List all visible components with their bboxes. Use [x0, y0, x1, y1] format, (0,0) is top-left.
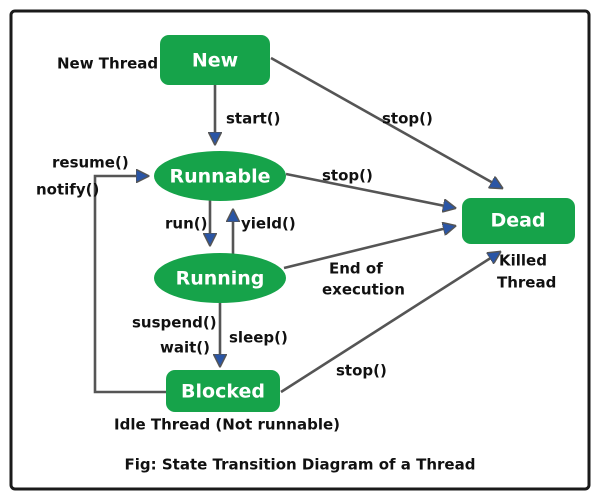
node-runnable-label: Runnable — [169, 166, 270, 188]
edge-label-sleep: sleep() — [229, 329, 288, 347]
node-dead[interactable]: Dead — [462, 198, 575, 244]
edge-label-wait: wait() — [160, 339, 210, 357]
edge-runnable-to-dead: stop() — [285, 167, 455, 209]
edge-running-to-dead: End of execution — [283, 226, 455, 299]
edge-label-stop-runnable: stop() — [322, 167, 373, 185]
edge-line-stop-new — [270, 56, 502, 188]
node-running-shape[interactable] — [154, 253, 286, 303]
node-runnable[interactable]: Runnable — [154, 151, 286, 201]
annotation-killed-thread-line1: Killed — [499, 252, 547, 270]
edge-label-stop-new: stop() — [382, 110, 433, 128]
edge-new-to-dead: stop() — [270, 56, 502, 188]
edge-runnable-to-running: run() — [165, 200, 210, 245]
edge-running-to-blocked: suspend() wait() sleep() — [132, 303, 288, 366]
edge-label-execution: execution — [322, 281, 405, 299]
edge-label-stop-blocked: stop() — [336, 362, 387, 380]
annotation-killed-thread-line2: Thread — [497, 274, 556, 292]
edge-line-stop-runnable — [285, 172, 455, 208]
node-dead-label: Dead — [490, 210, 545, 232]
edge-blocked-to-runnable: resume() notify() — [36, 154, 166, 394]
edge-label-resume: resume() — [52, 154, 129, 172]
node-new-shape[interactable] — [160, 35, 270, 85]
edge-label-end-of: End of — [329, 260, 383, 278]
edge-label-notify: notify() — [36, 181, 99, 199]
node-running[interactable]: Running — [154, 253, 286, 303]
edge-running-to-runnable: yield() — [233, 210, 296, 255]
edge-label-suspend: suspend() — [132, 314, 217, 332]
node-new[interactable]: New — [160, 35, 270, 85]
node-new-label: New — [192, 50, 238, 72]
node-runnable-shape[interactable] — [154, 151, 286, 201]
node-dead-shape[interactable] — [462, 198, 575, 244]
edge-line-end-of-execution — [283, 226, 455, 270]
edge-label-run: run() — [165, 215, 207, 233]
edge-label-start: start() — [226, 110, 281, 128]
figure-caption: Fig: State Transition Diagram of a Threa… — [125, 456, 476, 474]
node-blocked-shape[interactable] — [166, 370, 280, 412]
node-running-label: Running — [176, 268, 265, 290]
edge-blocked-to-dead: stop() — [280, 252, 500, 394]
edge-line-stop-blocked — [280, 252, 500, 394]
diagram-frame — [9, 9, 591, 491]
annotation-idle-thread: Idle Thread (Not runnable) — [114, 416, 340, 434]
node-blocked[interactable]: Blocked — [166, 370, 280, 412]
edge-label-yield: yield() — [241, 215, 296, 233]
node-blocked-label: Blocked — [181, 381, 265, 403]
edge-line-resume-notify — [93, 176, 166, 394]
annotation-new-thread: New Thread — [57, 55, 158, 73]
edge-new-to-runnable: start() — [215, 85, 281, 144]
